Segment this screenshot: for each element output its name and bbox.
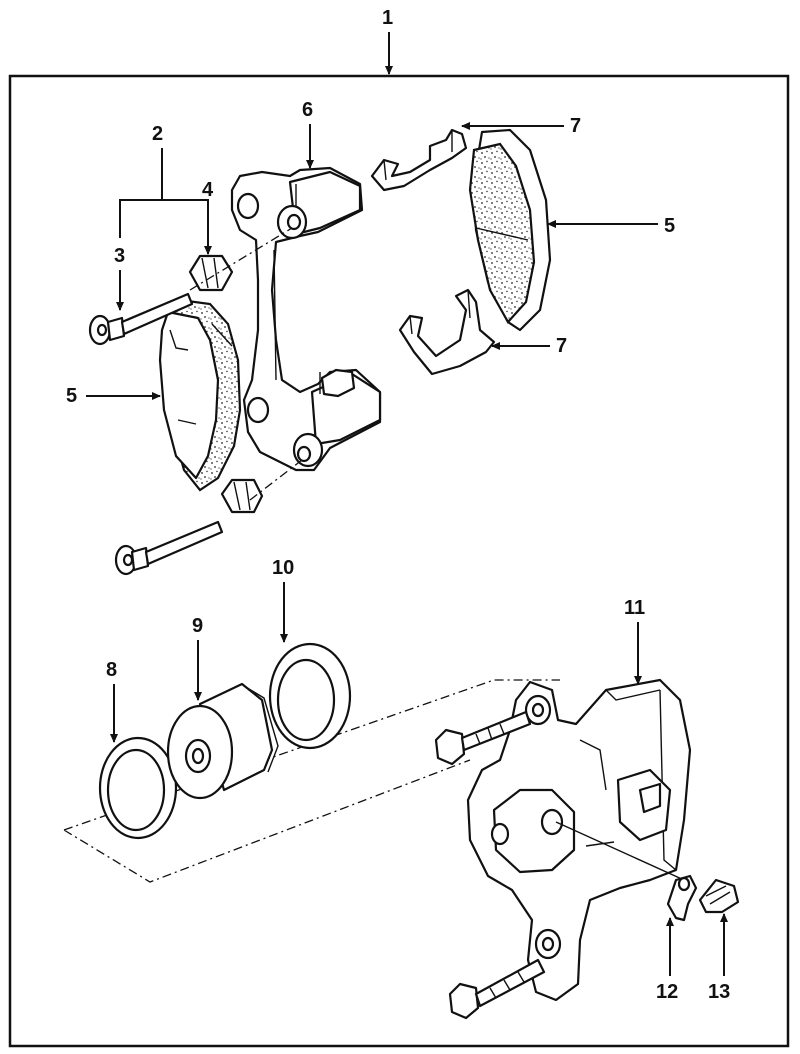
anti-rattle-clip-lower — [398, 288, 496, 376]
label-11: 11 — [624, 597, 645, 619]
anti-rattle-clip-upper — [370, 128, 468, 192]
bushing-lower — [220, 459, 303, 514]
brake-pad-left — [158, 298, 242, 492]
label-5-right: 5 — [664, 215, 675, 237]
label-9: 9 — [192, 615, 203, 637]
label-7-upper: 7 — [570, 115, 581, 137]
label-5-left: 5 — [66, 385, 77, 407]
label-7-lower: 7 — [556, 335, 567, 357]
label-6: 6 — [302, 99, 313, 121]
label-4: 4 — [202, 179, 214, 201]
guide-pin-lower — [114, 520, 224, 576]
bushing-upper — [188, 227, 293, 292]
piston-seal — [98, 736, 178, 840]
bracket-2 — [119, 148, 209, 238]
mounting-bolt-lower — [448, 958, 546, 1020]
piston — [166, 682, 279, 800]
label-2: 2 — [152, 123, 163, 145]
guide-pin-upper — [88, 292, 194, 346]
assembly-axis-lines — [63, 679, 560, 883]
bleeder-cap — [666, 874, 698, 922]
bleeder-axis-line — [555, 821, 685, 881]
caliper-bracket — [230, 166, 382, 472]
mounting-bolt-upper — [434, 710, 532, 766]
label-10: 10 — [272, 557, 294, 579]
label-1: 1 — [382, 7, 393, 29]
label-12: 12 — [656, 981, 678, 1003]
assembly-frame — [8, 74, 790, 1048]
label-8: 8 — [106, 659, 117, 681]
label-13: 13 — [708, 981, 730, 1003]
bleeder-screw — [698, 878, 740, 914]
label-3: 3 — [114, 245, 125, 267]
brake-pad-right — [468, 128, 552, 332]
dust-boot — [268, 642, 352, 750]
caliper-body — [466, 678, 692, 1002]
